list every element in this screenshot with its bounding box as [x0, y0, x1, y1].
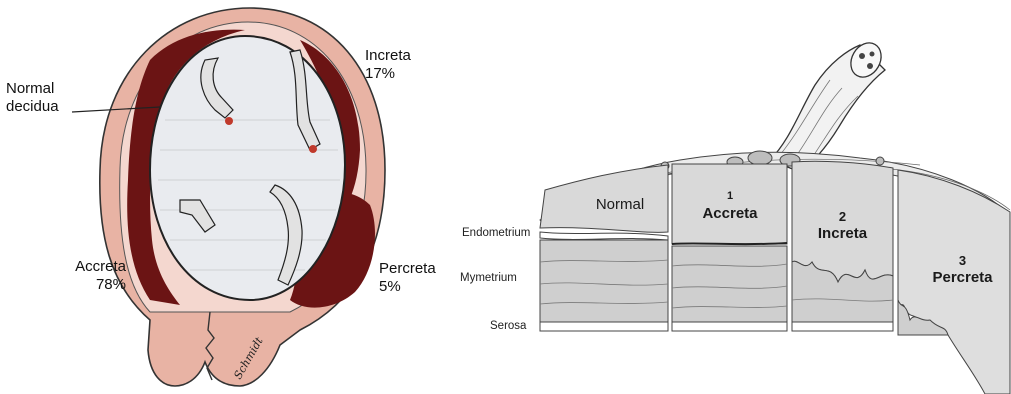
layer-label-myometrium: Mymetrium	[460, 272, 517, 284]
panel-increta	[792, 161, 893, 331]
label-percreta: Percreta 5%	[379, 260, 436, 296]
panel-name-percreta: Percreta	[915, 269, 1010, 286]
panel-normal	[540, 165, 668, 331]
panel-number-2: 2	[795, 208, 890, 225]
panel-name-accreta: Accreta	[680, 205, 780, 222]
increta-name: Increta	[365, 47, 411, 65]
percreta-name: Percreta	[379, 260, 436, 278]
panel-label-normal: Normal	[575, 196, 665, 213]
label-increta: Increta 17%	[365, 47, 411, 83]
panel-label-accreta: 1 Accreta	[680, 188, 780, 222]
panel-name-increta: Increta	[795, 225, 890, 242]
layer-label-serosa: Serosa	[490, 320, 526, 332]
percreta-percent: 5%	[379, 278, 436, 296]
accreta-name: Accreta	[64, 258, 126, 276]
panel-number-1: 1	[680, 188, 780, 205]
label-accreta: Accreta 78%	[64, 258, 126, 294]
layer-label-endometrium: Endometrium	[462, 227, 530, 239]
gestational-sac	[150, 36, 345, 300]
panel-label-increta: 2 Increta	[795, 208, 890, 242]
panel-label-percreta: 3 Percreta	[915, 252, 1010, 286]
increta-percent: 17%	[365, 65, 411, 83]
uterus-illustration: Schmidt	[72, 8, 385, 386]
panel-number-3: 3	[915, 252, 1010, 269]
accreta-percent: 78%	[64, 276, 126, 294]
label-normal-decidua: Normal decidua	[6, 80, 59, 116]
